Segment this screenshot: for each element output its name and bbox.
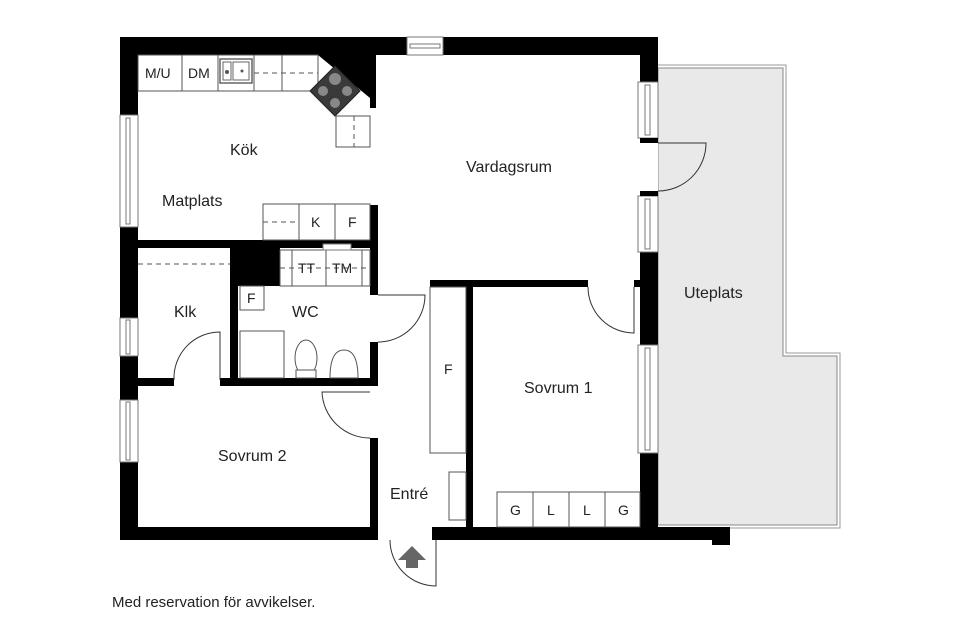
entry-door — [389, 539, 437, 587]
fixture-dm-label: DM — [188, 65, 210, 81]
fixture-k-label: K — [311, 214, 321, 230]
sovrum1-door — [587, 286, 635, 334]
room-label-klk: Klk — [174, 304, 197, 321]
room-label-vardagsrum: Vardagsrum — [466, 159, 552, 176]
room-label-sovrum1: Sovrum 1 — [524, 380, 593, 397]
kitchen-counter: M/U DM K F — [137, 54, 371, 241]
disclaimer-text: Med reservation för avvikelser. — [112, 594, 316, 611]
fixture-wc-f-label: F — [247, 290, 256, 306]
wc-fixtures: TT TM F — [138, 243, 371, 379]
interior-walls — [138, 205, 640, 533]
entry-arrow-icon — [398, 546, 426, 568]
stove-icon — [309, 65, 361, 117]
room-label-wc: WC — [292, 304, 319, 321]
room-label-matplats: Matplats — [162, 193, 222, 210]
washbasin-icon — [329, 349, 359, 379]
fixture-mu-label: M/U — [145, 65, 171, 81]
wardrobe-g-1: G — [510, 502, 521, 518]
klk-door — [173, 331, 221, 381]
sink-icon — [219, 58, 253, 84]
sovrum2-door — [321, 391, 371, 439]
room-label-uteplats: Uteplats — [684, 285, 743, 302]
fixture-f-label: F — [348, 214, 357, 230]
room-label-kok: Kök — [230, 142, 259, 159]
room-labels: Kök Matplats Vardagsrum Uteplats Klk WC … — [162, 142, 743, 503]
doors — [173, 142, 707, 587]
room-label-sovrum2: Sovrum 2 — [218, 448, 287, 465]
wardrobe-g-2: G — [618, 502, 629, 518]
room-label-entre: Entré — [390, 486, 428, 503]
wardrobe-l-1: L — [547, 502, 555, 518]
patio-door — [657, 142, 707, 192]
fixture-tm-label: TM — [332, 260, 352, 276]
fixture-hall-f-label: F — [444, 361, 453, 377]
hall-fixtures: F — [429, 286, 467, 521]
fixture-tt-label: TT — [298, 260, 316, 276]
windows — [119, 36, 659, 463]
wardrobe-l-2: L — [583, 502, 591, 518]
wc-door — [377, 294, 426, 343]
wardrobes: G L L G — [496, 491, 641, 528]
